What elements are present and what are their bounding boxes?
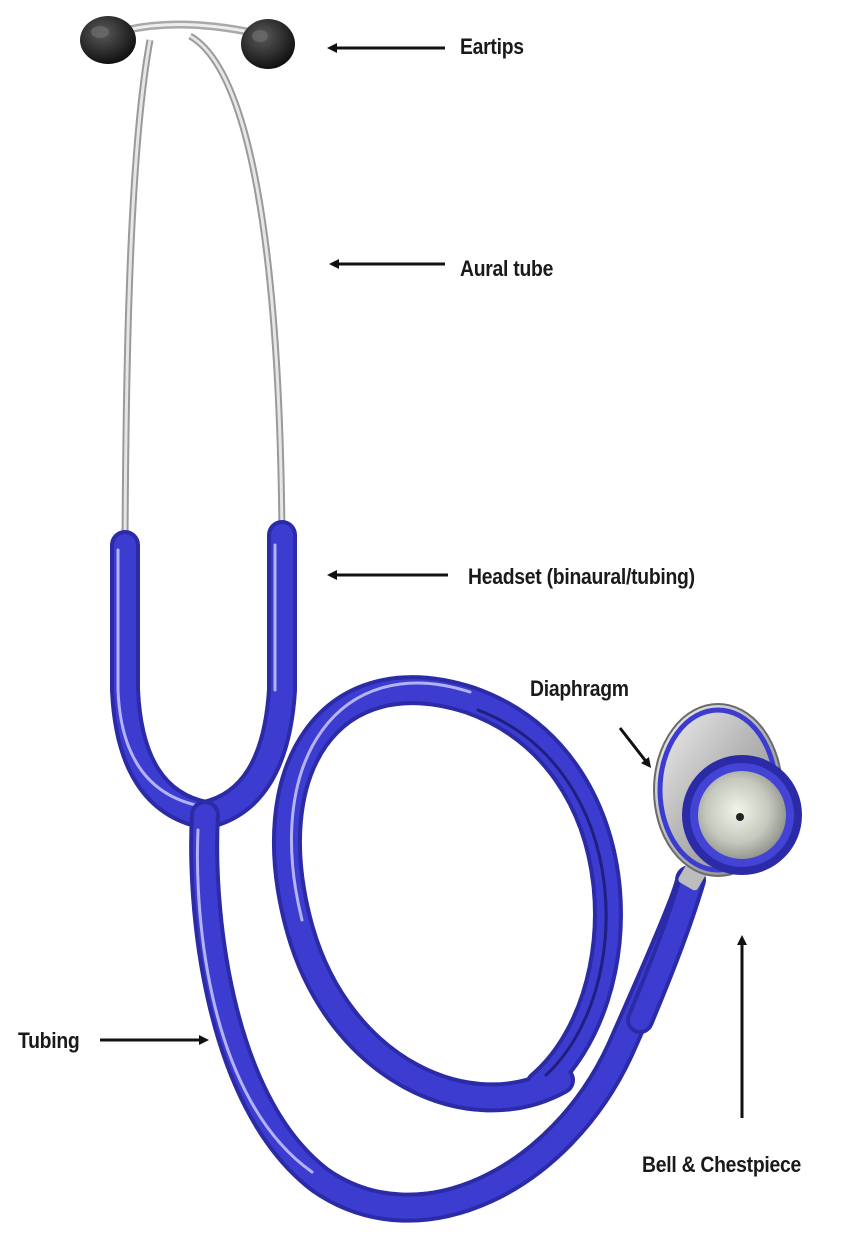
eartips-label: Eartips [460,34,524,60]
diaphragm [682,755,802,875]
diaphragm-arrow [620,728,648,764]
diaphragm-label: Diaphragm [530,676,629,702]
tubing-label: Tubing [18,1028,79,1054]
aural-tube-label: Aural tube [460,256,553,282]
tubing [118,535,692,1208]
chestpiece [654,704,802,892]
bell-chestpiece-label: Bell & Chestpiece [642,1152,801,1178]
aural-tube [112,25,282,546]
headset-label: Headset (binaural/tubing) [468,564,695,590]
